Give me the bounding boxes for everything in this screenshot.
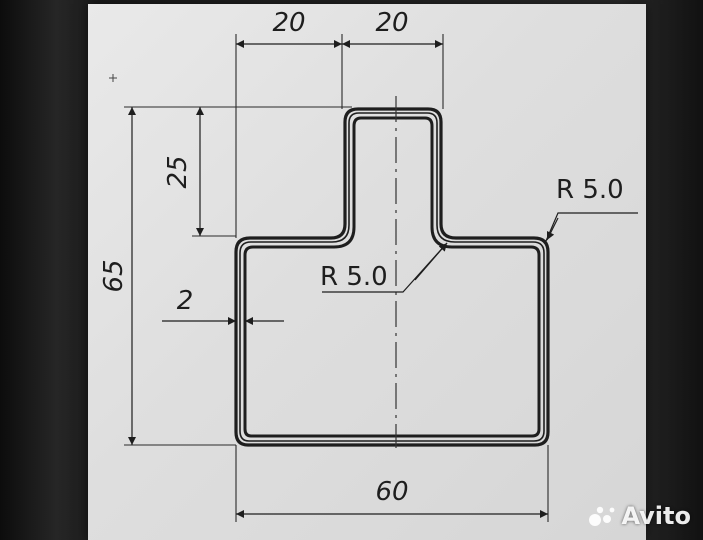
leader-outer-radius-arrow (546, 217, 559, 241)
profile-middle-line (239, 112, 545, 442)
leader-inner-radius-arrow (414, 242, 448, 281)
leader-outer-radius (545, 212, 638, 242)
avito-watermark: Avito (587, 502, 691, 530)
radius-label-inner: R 5.0 (320, 262, 388, 292)
dim-text-base-width: 60 (375, 477, 408, 507)
dimension-lines (128, 40, 638, 518)
dim-text-stem-height: 25 (163, 155, 193, 188)
dim-text-wall-thickness: 2 (177, 286, 194, 316)
profile-outer-line (234, 107, 550, 447)
cross-mark (109, 74, 117, 82)
radius-label-outer: R 5.0 (556, 175, 624, 205)
avito-logo-icon (589, 506, 615, 526)
dim-text-top-right: 20 (375, 8, 408, 38)
dim-text-total-height: 65 (99, 259, 129, 292)
profile-inner-line (243, 116, 541, 438)
dim-text-top-left: 20 (272, 8, 305, 38)
avito-logo-text: Avito (621, 502, 691, 530)
drawing-sheet (88, 4, 646, 540)
profile-outline (234, 107, 550, 447)
